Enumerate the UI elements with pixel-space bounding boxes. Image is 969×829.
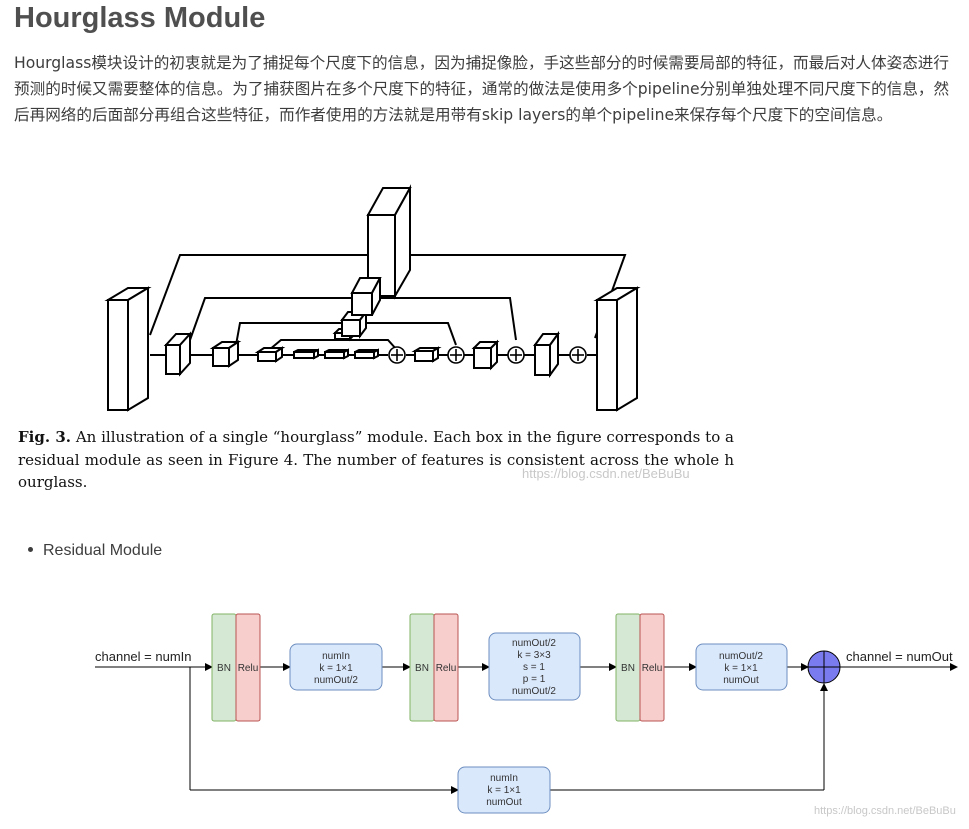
intro-paragraph: Hourglass模块设计的初衷就是为了捕捉每个尺度下的信息，因为捕捉像脸，手这…	[14, 54, 950, 124]
conv3-line: numOut/2	[719, 651, 763, 662]
relu-label: Relu	[642, 663, 663, 674]
conv2-line: numOut/2	[512, 638, 556, 649]
input-label: channel = numIn	[95, 649, 191, 664]
conv1-line: k = 1×1	[319, 663, 353, 674]
relu-block	[433, 613, 459, 722]
conv2-line: s = 1	[523, 662, 545, 673]
watermark: https://blog.csdn.net/BeBuBu	[522, 466, 690, 481]
skip-line: k = 1×1	[487, 785, 521, 796]
conv2-line: numOut/2	[512, 686, 556, 697]
figure-caption: Fig. 3. An illustration of a single “hou…	[18, 426, 734, 494]
bn-label: BN	[415, 663, 429, 674]
conv2-line: k = 3×3	[517, 650, 551, 661]
bn-label: BN	[217, 663, 231, 674]
caption-label: Fig. 3.	[18, 428, 71, 446]
list-item-label: Residual Module	[43, 542, 163, 559]
conv1-line: numIn	[322, 651, 350, 662]
skip-line: numIn	[490, 773, 518, 784]
conv3-line: k = 1×1	[724, 663, 758, 674]
skip-line: numOut	[486, 797, 522, 808]
bn-label: BN	[621, 663, 635, 674]
relu-label: Relu	[238, 663, 259, 674]
conv3-line: numOut	[723, 675, 759, 686]
relu-block	[639, 613, 665, 722]
relu-label: Relu	[436, 663, 457, 674]
bullet-list: Residual Module	[24, 542, 162, 560]
conv3-box	[695, 643, 788, 691]
hourglass-figure	[104, 184, 641, 412]
conv2-box	[488, 632, 581, 701]
add-node	[807, 650, 841, 684]
skip-conv-box	[457, 766, 551, 814]
bullet-dot	[28, 546, 33, 552]
relu-block	[235, 613, 261, 722]
page-title: Hourglass Module	[14, 2, 266, 34]
output-label: channel = numOut	[846, 649, 953, 664]
caption-text: An illustration of a single “hourglass” …	[18, 428, 734, 491]
conv1-line: numOut/2	[314, 675, 358, 686]
conv1-box	[289, 643, 383, 691]
watermark: https://blog.csdn.net/BeBuBu	[814, 805, 956, 817]
list-item: Residual Module	[24, 542, 162, 560]
conv2-line: p = 1	[523, 674, 546, 685]
